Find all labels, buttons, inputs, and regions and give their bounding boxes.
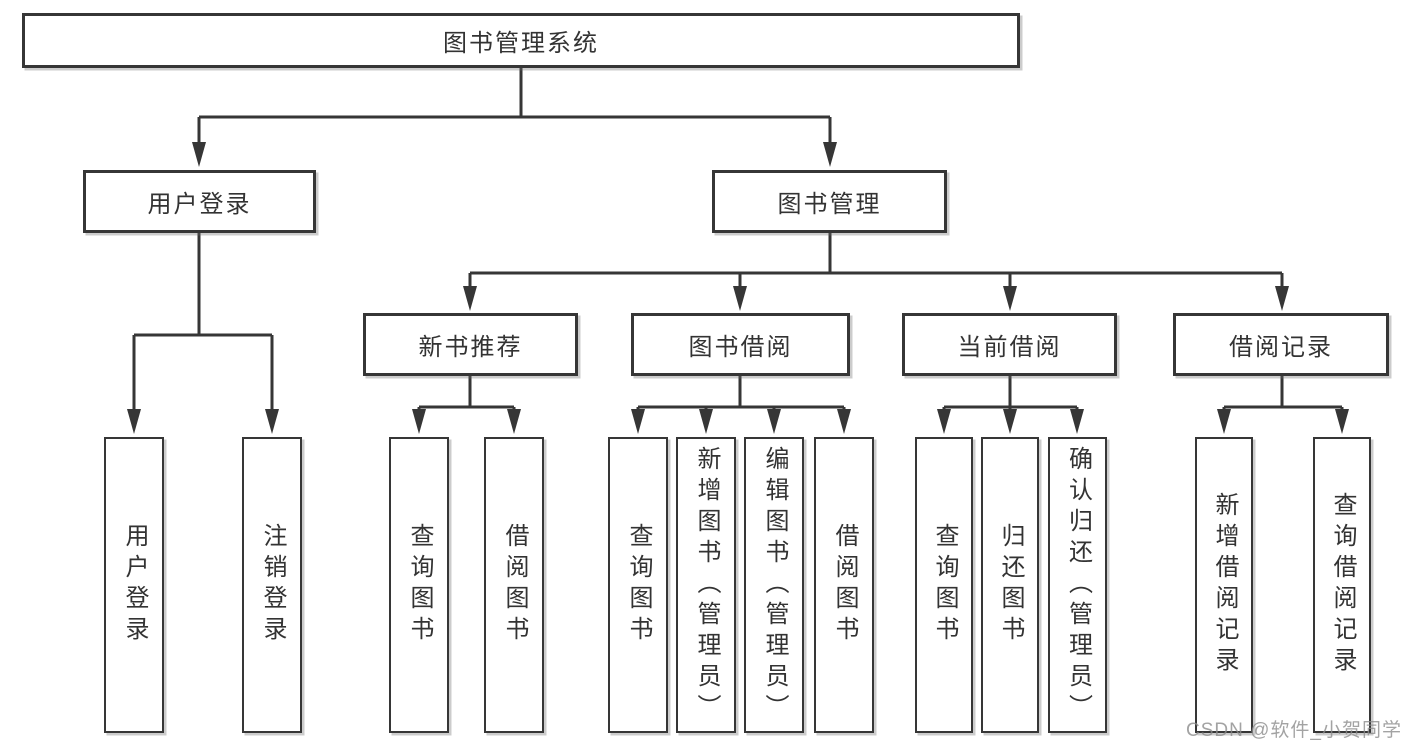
node-new-book-recommend: 新书推荐	[363, 313, 578, 376]
leaf-borrow-book-1: 借阅图书	[484, 437, 544, 733]
leaf-confirm-return-admin: 确认归还（管理员）	[1048, 437, 1107, 733]
leaf-confirm-return-admin-label: 确认归还（管理员）	[1064, 445, 1092, 725]
connector-current-borrow-children	[942, 376, 1079, 412]
leaf-edit-book-admin: 编辑图书（管理员）	[744, 437, 804, 733]
node-root-label: 图书管理系统	[443, 30, 599, 57]
leaf-logout-label: 注销登录	[259, 523, 286, 647]
node-book-borrow: 图书借阅	[631, 313, 850, 376]
node-book-management: 图书管理	[712, 170, 947, 233]
leaf-query-book-2-label: 查询图书	[625, 523, 652, 647]
node-current-borrow-label: 当前借阅	[957, 334, 1062, 361]
node-book-management-label: 图书管理	[777, 191, 882, 218]
leaf-borrow-book-2: 借阅图书	[814, 437, 874, 733]
leaf-query-book-1: 查询图书	[389, 437, 449, 733]
leaf-query-borrow-record-label: 查询借阅记录	[1329, 492, 1356, 678]
node-user-login: 用户登录	[83, 170, 316, 233]
leaf-add-book-admin-label: 新增图书（管理员）	[693, 445, 720, 725]
leaf-borrow-book-2-label: 借阅图书	[831, 523, 858, 647]
leaf-return-book: 归还图书	[981, 437, 1039, 733]
node-book-borrow-label: 图书借阅	[688, 334, 793, 361]
node-user-login-label: 用户登录	[147, 191, 252, 218]
leaf-add-borrow-record-label: 新增借阅记录	[1211, 492, 1238, 678]
leaf-query-book-3: 查询图书	[915, 437, 973, 733]
arrowheads	[127, 142, 1349, 434]
leaf-edit-book-admin-label: 编辑图书（管理员）	[761, 445, 788, 725]
connector-user-login-children	[132, 233, 274, 412]
leaf-add-borrow-record: 新增借阅记录	[1195, 437, 1253, 733]
connector-root-to-level2	[197, 68, 832, 144]
node-new-book-recommend-label: 新书推荐	[418, 334, 523, 361]
connector-book-borrow-children	[636, 376, 846, 412]
leaf-borrow-book-1-label: 借阅图书	[501, 523, 528, 647]
node-borrow-records: 借阅记录	[1173, 313, 1389, 376]
leaf-user-login: 用户登录	[104, 437, 164, 733]
node-current-borrow: 当前借阅	[902, 313, 1117, 376]
leaf-query-book-1-label: 查询图书	[406, 523, 433, 647]
watermark: CSDN @软件_小贺同学	[1186, 720, 1402, 741]
leaf-user-login-label: 用户登录	[121, 523, 148, 647]
leaf-logout: 注销登录	[242, 437, 302, 733]
leaf-return-book-label: 归还图书	[997, 523, 1024, 647]
leaf-query-book-2: 查询图书	[608, 437, 668, 733]
node-root-system: 图书管理系统	[22, 13, 1020, 68]
connector-borrow-records-children	[1222, 376, 1344, 412]
connector-book-mgmt-to-sections	[468, 233, 1284, 289]
node-borrow-records-label: 借阅记录	[1229, 334, 1333, 361]
connector-new-book-rec-children	[417, 376, 516, 412]
leaf-add-book-admin: 新增图书（管理员）	[676, 437, 736, 733]
leaf-query-book-3-label: 查询图书	[931, 523, 958, 647]
leaf-query-borrow-record: 查询借阅记录	[1313, 437, 1371, 733]
